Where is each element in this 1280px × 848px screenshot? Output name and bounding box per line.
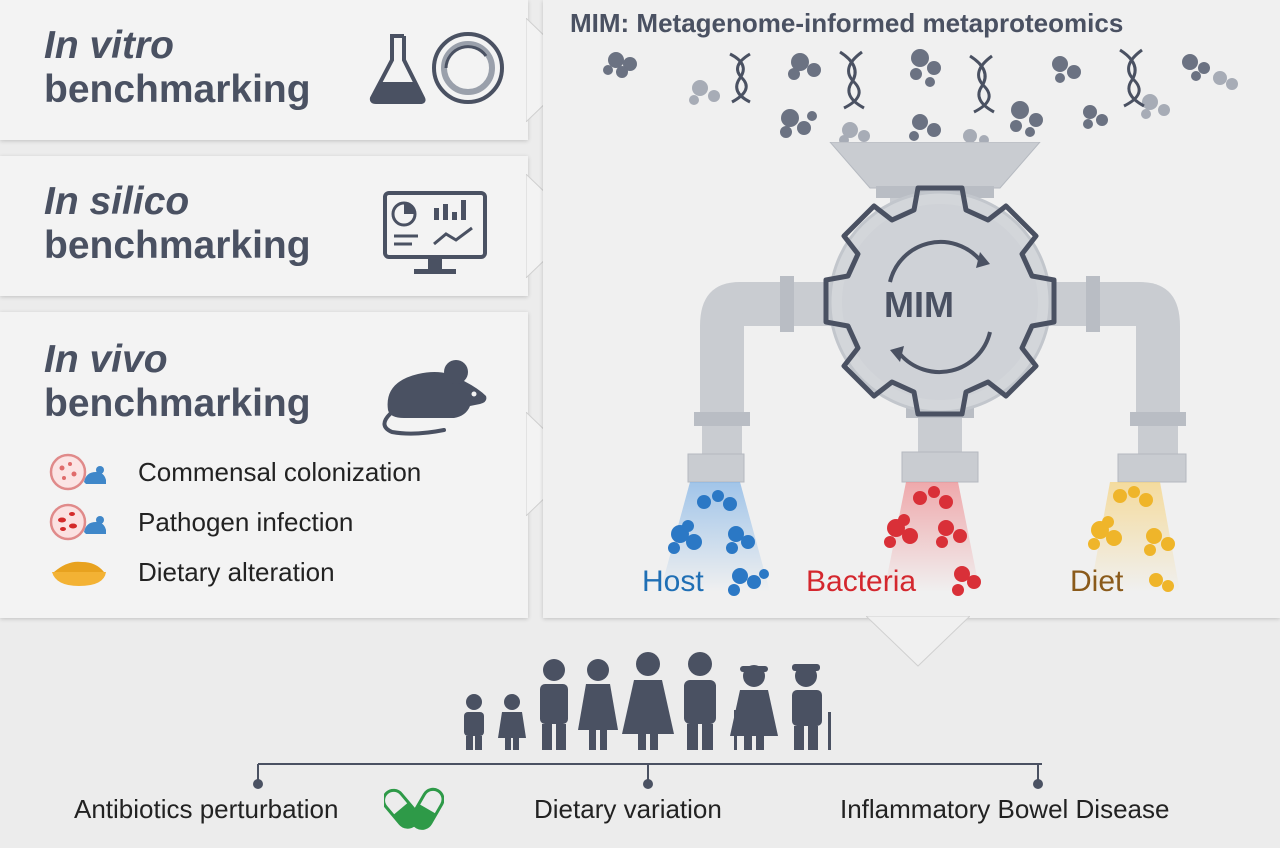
application-dietary-variation: Dietary variation (534, 794, 722, 824)
mim-machine (687, 142, 1187, 483)
application-antibiotics: Antibiotics perturbation (74, 794, 339, 824)
list-item-label: Dietary alteration (138, 556, 335, 587)
mim-title: MIM: Metagenome-informed metaproteomics (570, 8, 1124, 38)
in-vivo-title: In vivo benchmarking (44, 338, 311, 425)
output-label-bacteria: Bacteria (806, 565, 917, 598)
in-vitro-title: In vitro benchmarking (44, 24, 311, 111)
list-item-commensal-colonization: Commensal colonization (48, 452, 421, 492)
monitor-chart-icon (383, 191, 487, 274)
list-item-pathogen-infection: Pathogen infection (48, 502, 353, 542)
application-ibd: Inflammatory Bowel Disease (840, 794, 1170, 824)
petri-dish-mouse-icon (48, 452, 108, 492)
food-bowl-icon (48, 552, 108, 592)
pathogen-petri-mouse-icon (48, 502, 108, 542)
people-group-icon (464, 652, 831, 750)
application-tree-lines (253, 763, 1043, 789)
list-item-dietary-alteration: Dietary alteration (48, 552, 335, 592)
flask-petri-icon (369, 32, 504, 104)
protein-dna-pile (603, 48, 1238, 145)
output-label-host: Host (642, 565, 704, 598)
list-item-label: Commensal colonization (138, 456, 422, 487)
mim-down-arrow (866, 616, 970, 667)
capsule-icon (384, 787, 444, 830)
list-item-label: Pathogen infection (138, 506, 354, 537)
output-label-diet: Diet (1070, 565, 1124, 598)
mim-machine-label: MIM (884, 284, 954, 325)
output-sprays (660, 482, 1180, 596)
mouse-icon (382, 360, 487, 436)
in-silico-title: In silico benchmarking (44, 180, 311, 267)
